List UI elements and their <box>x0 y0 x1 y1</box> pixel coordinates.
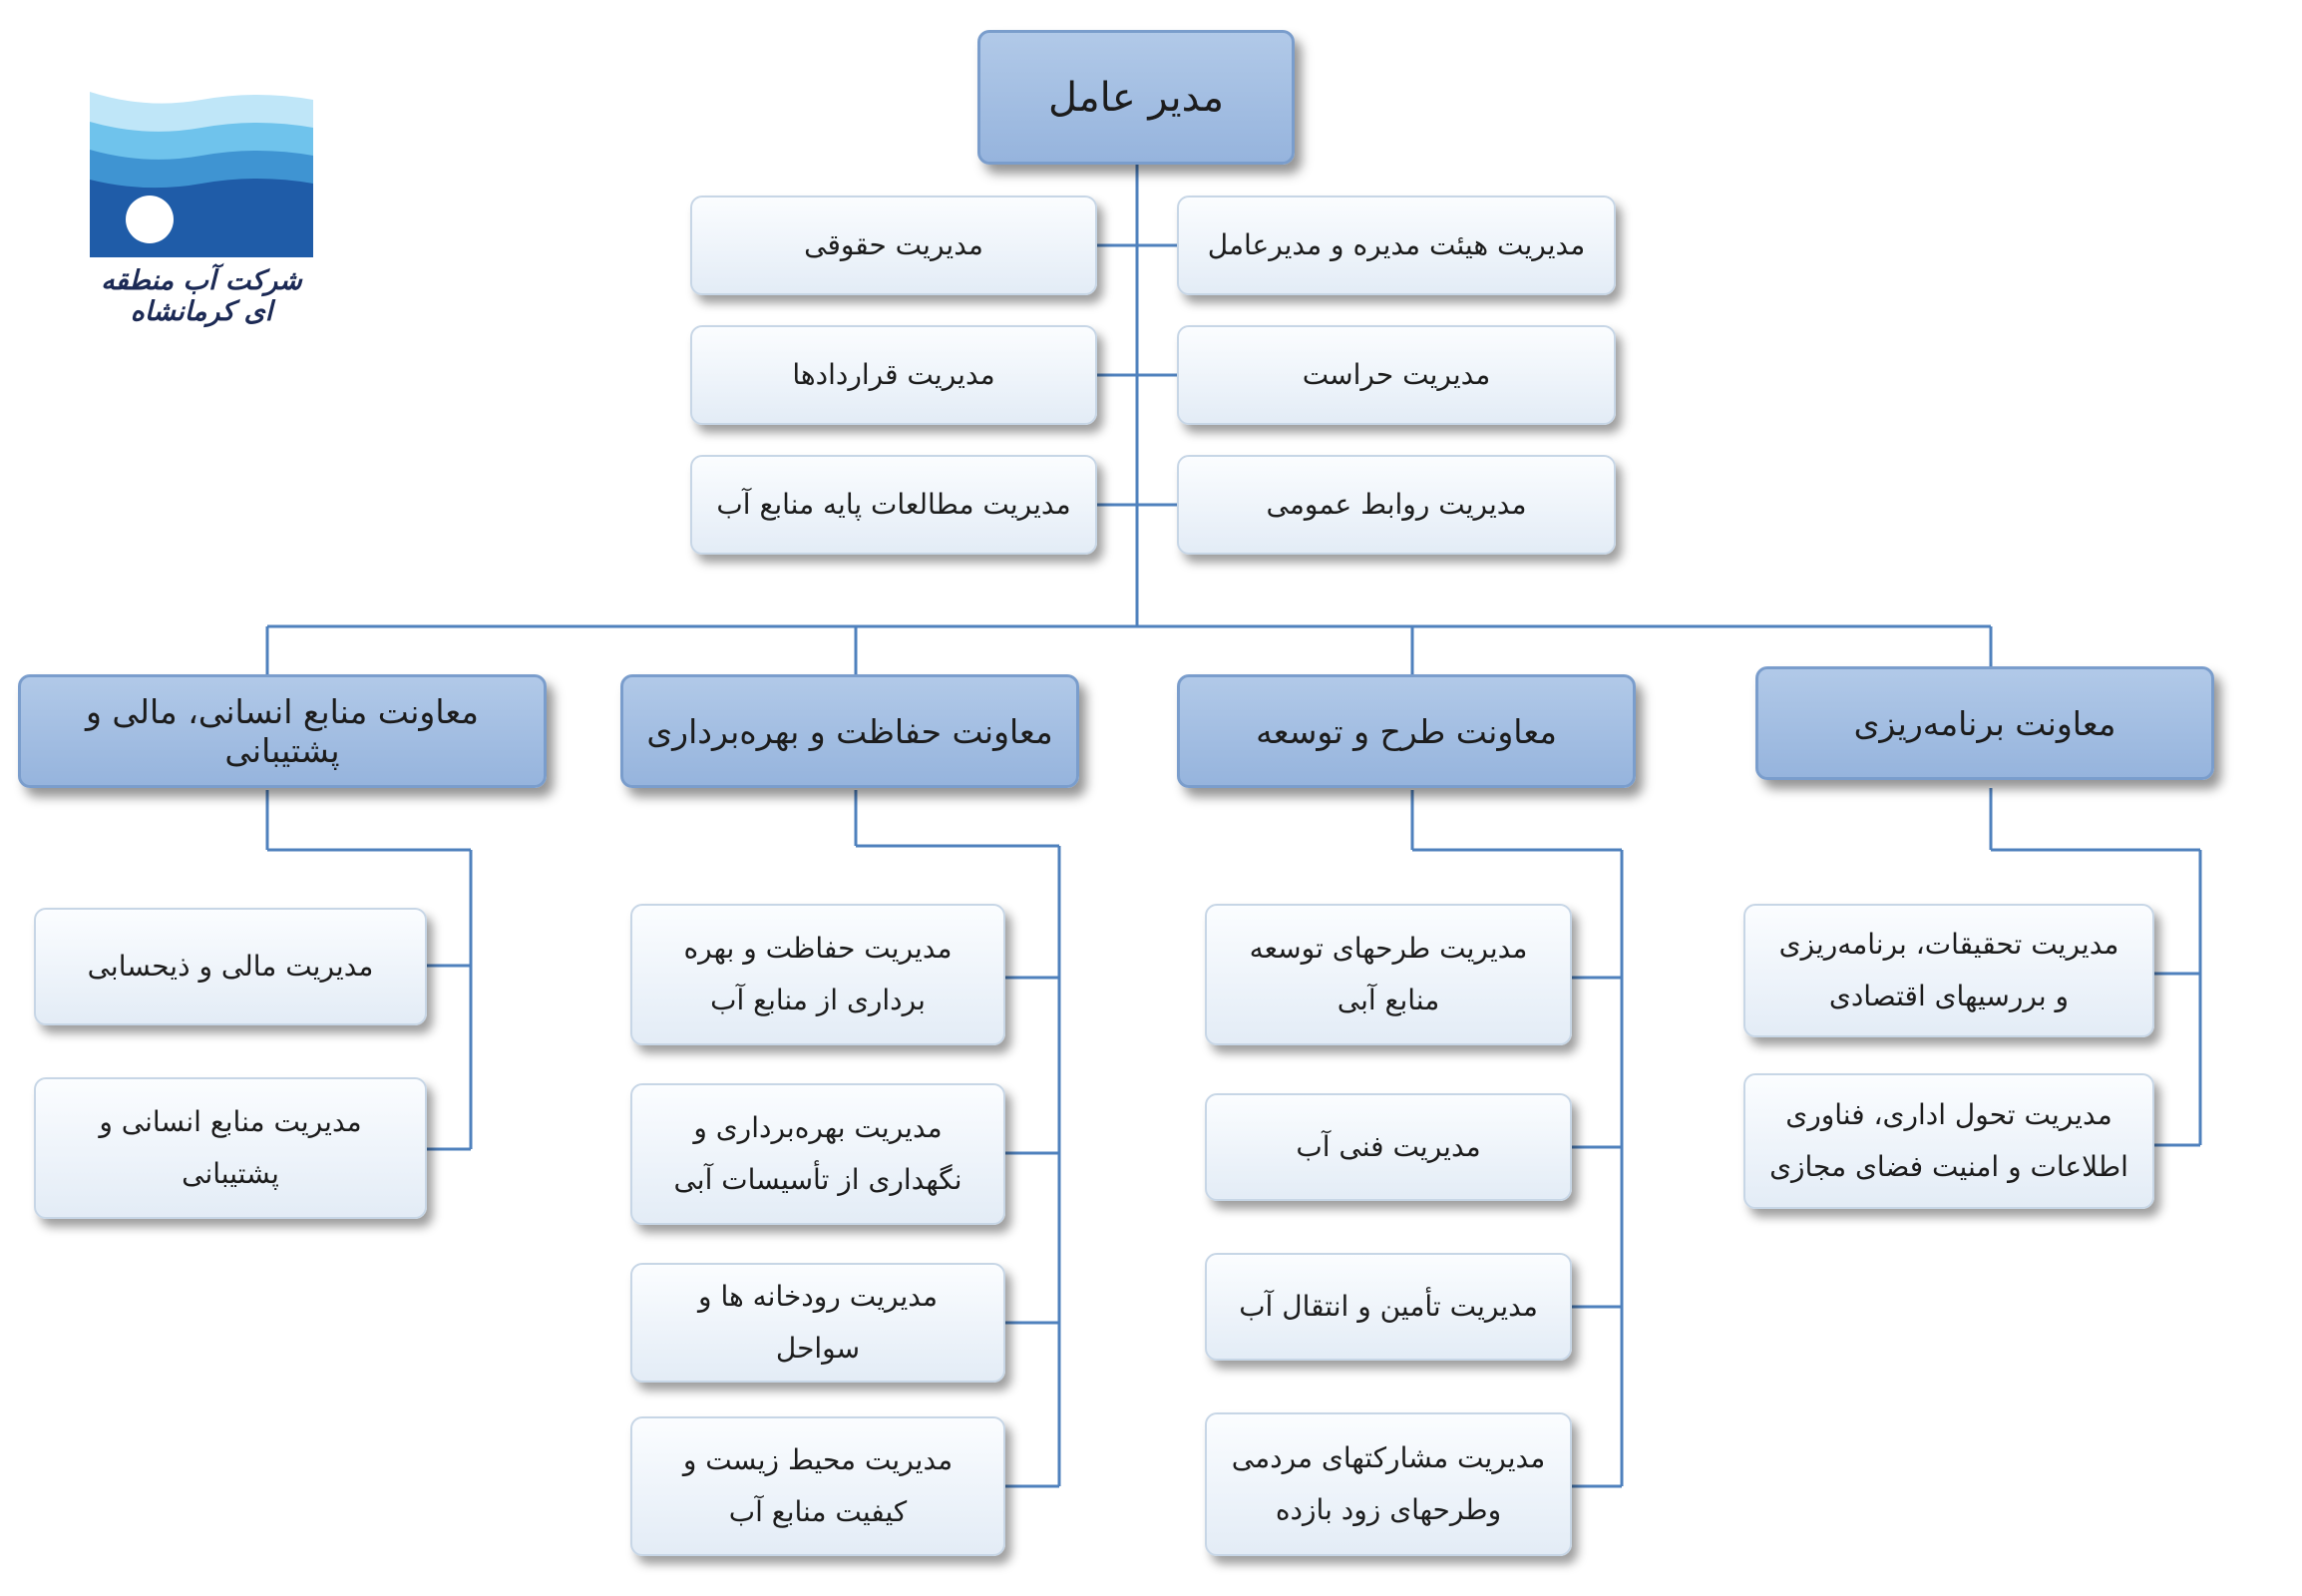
unit-label: مدیریت مشارکتهای مردمی وطرحهای زود بازده <box>1231 1441 1546 1526</box>
ceo-box[interactable]: مدیر عامل <box>977 30 1295 165</box>
unit-box-it-transformation[interactable]: مدیریت تحول اداری، فناوری اطلاعات و امنی… <box>1743 1073 2154 1209</box>
unit-box-development-projects[interactable]: مدیریت طرحهای توسعه منابع آبی <box>1205 904 1572 1045</box>
deputy-box-planning[interactable]: معاونت برنامه‌ریزی <box>1755 666 2214 780</box>
unit-box-human-resources[interactable]: مدیریت منابع انسانی و پشتیبانی <box>34 1077 427 1219</box>
unit-box-finance[interactable]: مدیریت مالی و ذیحسابی <box>34 908 427 1025</box>
unit-label: مدیریت تأمین و انتقال آب <box>1239 1290 1538 1323</box>
unit-label: مدیریت تحول اداری، فناوری اطلاعات و امنی… <box>1769 1098 2128 1183</box>
staff-label: مدیریت حراست <box>1302 358 1491 391</box>
unit-label: مدیریت تحقیقات، برنامه‌ریزی و بررسیهای ا… <box>1778 928 2119 1012</box>
deputy-label: معاونت حفاظت و بهره‌برداری <box>646 711 1053 751</box>
deputy-box-hr-finance[interactable]: معاونت منابع انسانی، مالی و پشتیبانی <box>18 674 547 788</box>
unit-box-rivers-coasts[interactable]: مدیریت رودخانه ها و سواحل <box>630 1263 1005 1383</box>
staff-box-public-relations[interactable]: مدیریت روابط عمومی <box>1177 455 1616 555</box>
staff-label: مدیریت حقوقی <box>804 228 983 261</box>
unit-label: مدیریت حفاظت و بهره برداری از منابع آب <box>683 932 953 1016</box>
deputy-box-development[interactable]: معاونت طرح و توسعه <box>1177 674 1636 788</box>
deputy-box-protection[interactable]: معاونت حفاظت و بهره‌برداری <box>620 674 1079 788</box>
unit-label: مدیریت رودخانه ها و سواحل <box>698 1280 938 1365</box>
company-logo <box>90 88 313 313</box>
unit-label: مدیریت منابع انسانی و پشتیبانی <box>99 1105 362 1190</box>
staff-box-security[interactable]: مدیریت حراست <box>1177 325 1616 425</box>
deputy-label: معاونت منابع انسانی، مالی و پشتیبانی <box>86 692 479 770</box>
unit-box-environment-quality[interactable]: مدیریت محیط زیست و کیفیت منابع آب <box>630 1416 1005 1556</box>
unit-label: مدیریت فنی آب <box>1296 1130 1481 1163</box>
unit-box-water-protection[interactable]: مدیریت حفاظت و بهره برداری از منابع آب <box>630 904 1005 1045</box>
unit-box-research-planning[interactable]: مدیریت تحقیقات، برنامه‌ریزی و بررسیهای ا… <box>1743 904 2154 1037</box>
staff-label: مدیریت روابط عمومی <box>1266 488 1527 521</box>
water-wave-logo-icon <box>90 88 313 257</box>
ceo-label: مدیر عامل <box>1047 74 1225 121</box>
deputy-label: معاونت طرح و توسعه <box>1256 711 1557 751</box>
staff-box-legal[interactable]: مدیریت حقوقی <box>690 196 1097 295</box>
staff-box-water-studies[interactable]: مدیریت مطالعات پایه منابع آب <box>690 455 1097 555</box>
unit-box-facilities-maintenance[interactable]: مدیریت بهره‌برداری و نگهداری از تأسیسات … <box>630 1083 1005 1225</box>
unit-box-water-technical[interactable]: مدیریت فنی آب <box>1205 1093 1572 1201</box>
staff-label: مدیریت قراردادها <box>792 358 995 391</box>
staff-box-board[interactable]: مدیریت هیئت مدیره و مدیرعامل <box>1177 196 1616 295</box>
company-logo-text: شرکت آب منطقه ای کرمانشاه <box>101 265 302 327</box>
staff-label: مدیریت مطالعات پایه منابع آب <box>716 488 1071 521</box>
staff-label: مدیریت هیئت مدیره و مدیرعامل <box>1207 228 1586 261</box>
unit-label: مدیریت محیط زیست و کیفیت منابع آب <box>682 1443 954 1528</box>
staff-box-contracts[interactable]: مدیریت قراردادها <box>690 325 1097 425</box>
unit-box-public-participation[interactable]: مدیریت مشارکتهای مردمی وطرحهای زود بازده <box>1205 1412 1572 1556</box>
unit-label: مدیریت طرحهای توسعه منابع آبی <box>1249 932 1528 1016</box>
unit-label: مدیریت مالی و ذیحسابی <box>87 950 374 983</box>
deputy-label: معاونت برنامه‌ریزی <box>1853 703 2116 743</box>
unit-label: مدیریت بهره‌برداری و نگهداری از تأسیسات … <box>673 1111 962 1196</box>
unit-box-water-supply[interactable]: مدیریت تأمین و انتقال آب <box>1205 1253 1572 1361</box>
